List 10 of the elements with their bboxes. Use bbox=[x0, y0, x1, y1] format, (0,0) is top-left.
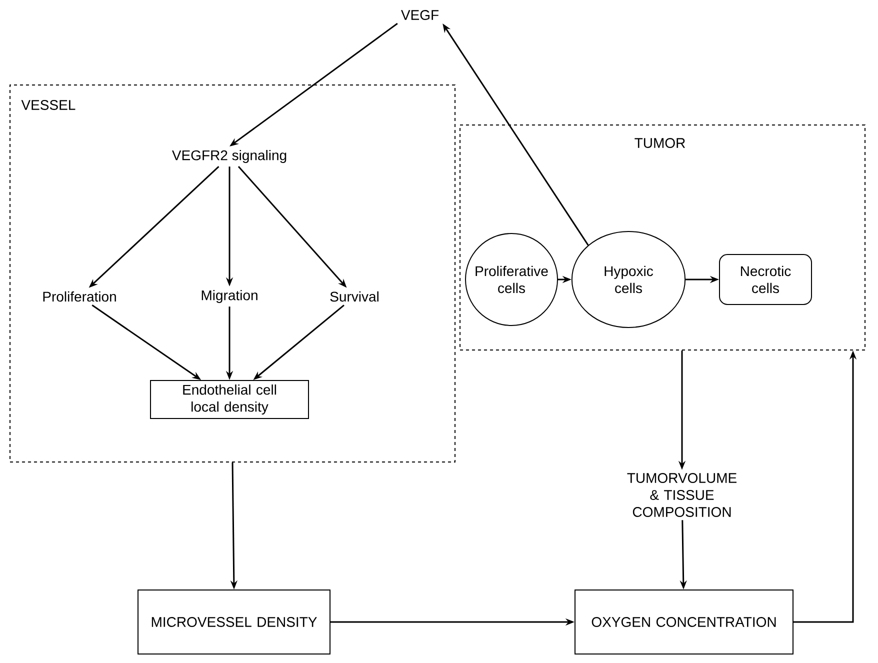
label-text: TUMORVOLUME & TISSUE COMPOSITION bbox=[627, 473, 736, 517]
process-box: OXYGEN CONCENTRATION bbox=[574, 590, 794, 654]
process-box: Endothelial cell local density bbox=[150, 380, 309, 420]
process-box: Necrotic cells bbox=[719, 254, 812, 305]
label-text: VEGF bbox=[401, 10, 439, 20]
process-box: MICROVESSEL DENSITY bbox=[138, 590, 330, 654]
label-text: Migration bbox=[202, 290, 258, 304]
label-text: Survival bbox=[330, 291, 378, 302]
label-text: VEGFR2 signaling bbox=[172, 150, 286, 164]
label-text: Proliferation bbox=[43, 291, 116, 302]
